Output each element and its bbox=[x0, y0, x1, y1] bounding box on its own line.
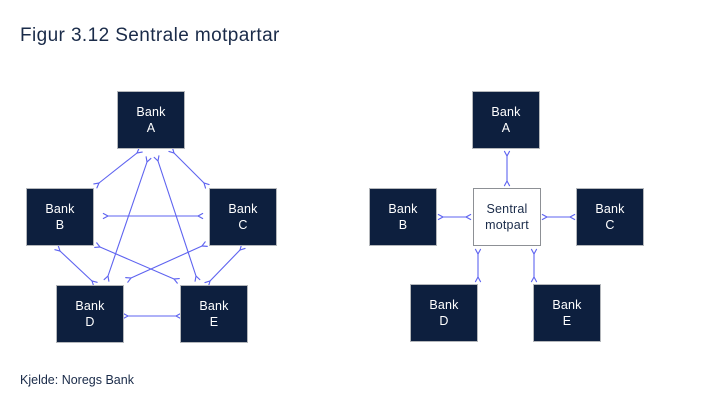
node-label-line: B bbox=[398, 218, 408, 232]
node-sentral-motpart: Sentral motpart bbox=[473, 188, 541, 246]
node-label-line: E bbox=[562, 314, 572, 328]
node-label-line: Bank bbox=[388, 202, 418, 216]
node-label-line: Bank bbox=[45, 202, 75, 216]
node-label-line: Bank bbox=[595, 202, 625, 216]
node-label-line: A bbox=[501, 121, 511, 135]
node-label-line: B bbox=[55, 218, 65, 232]
node-label-line: Bank bbox=[228, 202, 258, 216]
edge-left-bank-a--left-bank-e bbox=[158, 161, 196, 276]
node-label-line: Bank bbox=[75, 299, 105, 313]
node-label-line: E bbox=[209, 315, 219, 329]
node-label-line: D bbox=[439, 314, 449, 328]
node-label-line: Bank bbox=[136, 105, 166, 119]
figure-title: Figur 3.12 Sentrale motpartar bbox=[20, 25, 280, 46]
node-label-line: A bbox=[146, 121, 156, 135]
node-label-line: C bbox=[605, 218, 615, 232]
node-label-line: Bank bbox=[429, 298, 459, 312]
node-label-line: Bank bbox=[491, 105, 521, 119]
node-label-line: Bank bbox=[552, 298, 582, 312]
edge-left-bank-c--left-bank-d bbox=[131, 246, 202, 278]
edge-left-bank-a--left-bank-b bbox=[99, 153, 137, 183]
edge-left-bank-c--left-bank-e bbox=[210, 250, 240, 281]
edge-left-bank-b--left-bank-d bbox=[60, 251, 92, 281]
node-label-line: D bbox=[85, 315, 95, 329]
edge-left-bank-b--left-bank-e bbox=[100, 247, 174, 279]
source-caption: Kjelde: Noregs Bank bbox=[20, 373, 134, 387]
edge-left-bank-a--left-bank-c bbox=[174, 153, 204, 183]
node-label-line: Bank bbox=[199, 299, 229, 313]
node-label-line: motpart bbox=[485, 218, 529, 232]
edges-group bbox=[60, 153, 570, 316]
node-label-line: Sentral bbox=[486, 202, 528, 216]
node-label-line: C bbox=[238, 218, 248, 232]
